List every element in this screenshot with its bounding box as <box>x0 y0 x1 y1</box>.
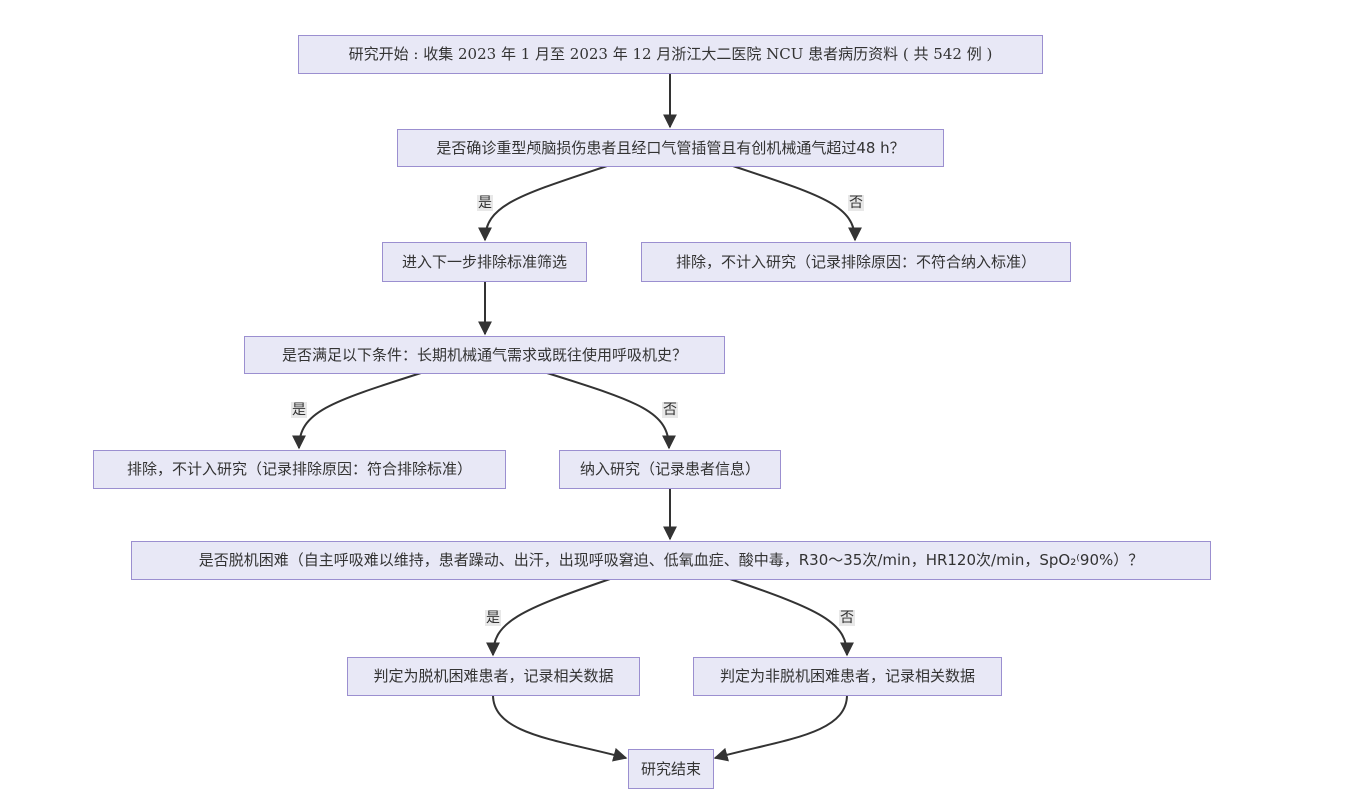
node-next-screening: 进入下一步排除标准筛选 <box>382 242 587 282</box>
node-study-start: 研究开始 : 收集 2023 年 1 月至 2023 年 12 月浙江大二医院 … <box>298 35 1043 74</box>
edge-label-no: 否 <box>848 195 864 211</box>
edge-q-exclusion-yes <box>292 372 422 450</box>
node-exclude-not-meeting-inclusion: 排除，不计入研究（记录排除原因：不符合纳入标准） <box>641 242 1071 282</box>
edge-q-weaning-no <box>729 578 854 657</box>
edge-label-yes: 是 <box>477 195 493 211</box>
node-weaning-difficult: 判定为脱机困难患者，记录相关数据 <box>347 657 640 696</box>
edge-q-weaning-yes <box>486 578 611 657</box>
node-exclusion-question: 是否满足以下条件：长期机械通气需求或既往使用呼吸机史？ <box>244 336 725 374</box>
edge-q-inclusion-no <box>732 165 862 242</box>
node-weaning-difficulty-question: 是否脱机困难（自主呼吸难以维持，患者躁动、出汗，出现呼吸窘迫、低氧血症、酸中毒，… <box>131 541 1211 580</box>
edge-label-no: 否 <box>839 610 855 626</box>
node-exclude-meeting-exclusion: 排除，不计入研究（记录排除原因：符合排除标准） <box>93 450 506 489</box>
edge-q-exclusion-no <box>546 372 676 450</box>
node-include-study: 纳入研究（记录患者信息） <box>559 450 781 489</box>
node-inclusion-question: 是否确诊重型颅脑损伤患者且经口气管插管且有创机械通气超过48 h？ <box>397 129 944 167</box>
edge-difficult-to-end <box>492 694 628 762</box>
edge-label-no: 否 <box>662 402 678 418</box>
edge-q-inclusion-yes <box>478 165 608 242</box>
edge-not-difficult-to-end <box>713 694 848 762</box>
node-weaning-not-difficult: 判定为非脱机困难患者，记录相关数据 <box>693 657 1002 696</box>
edge-label-yes: 是 <box>485 610 501 626</box>
edge-label-yes: 是 <box>291 402 307 418</box>
node-study-end: 研究结束 <box>628 749 714 789</box>
